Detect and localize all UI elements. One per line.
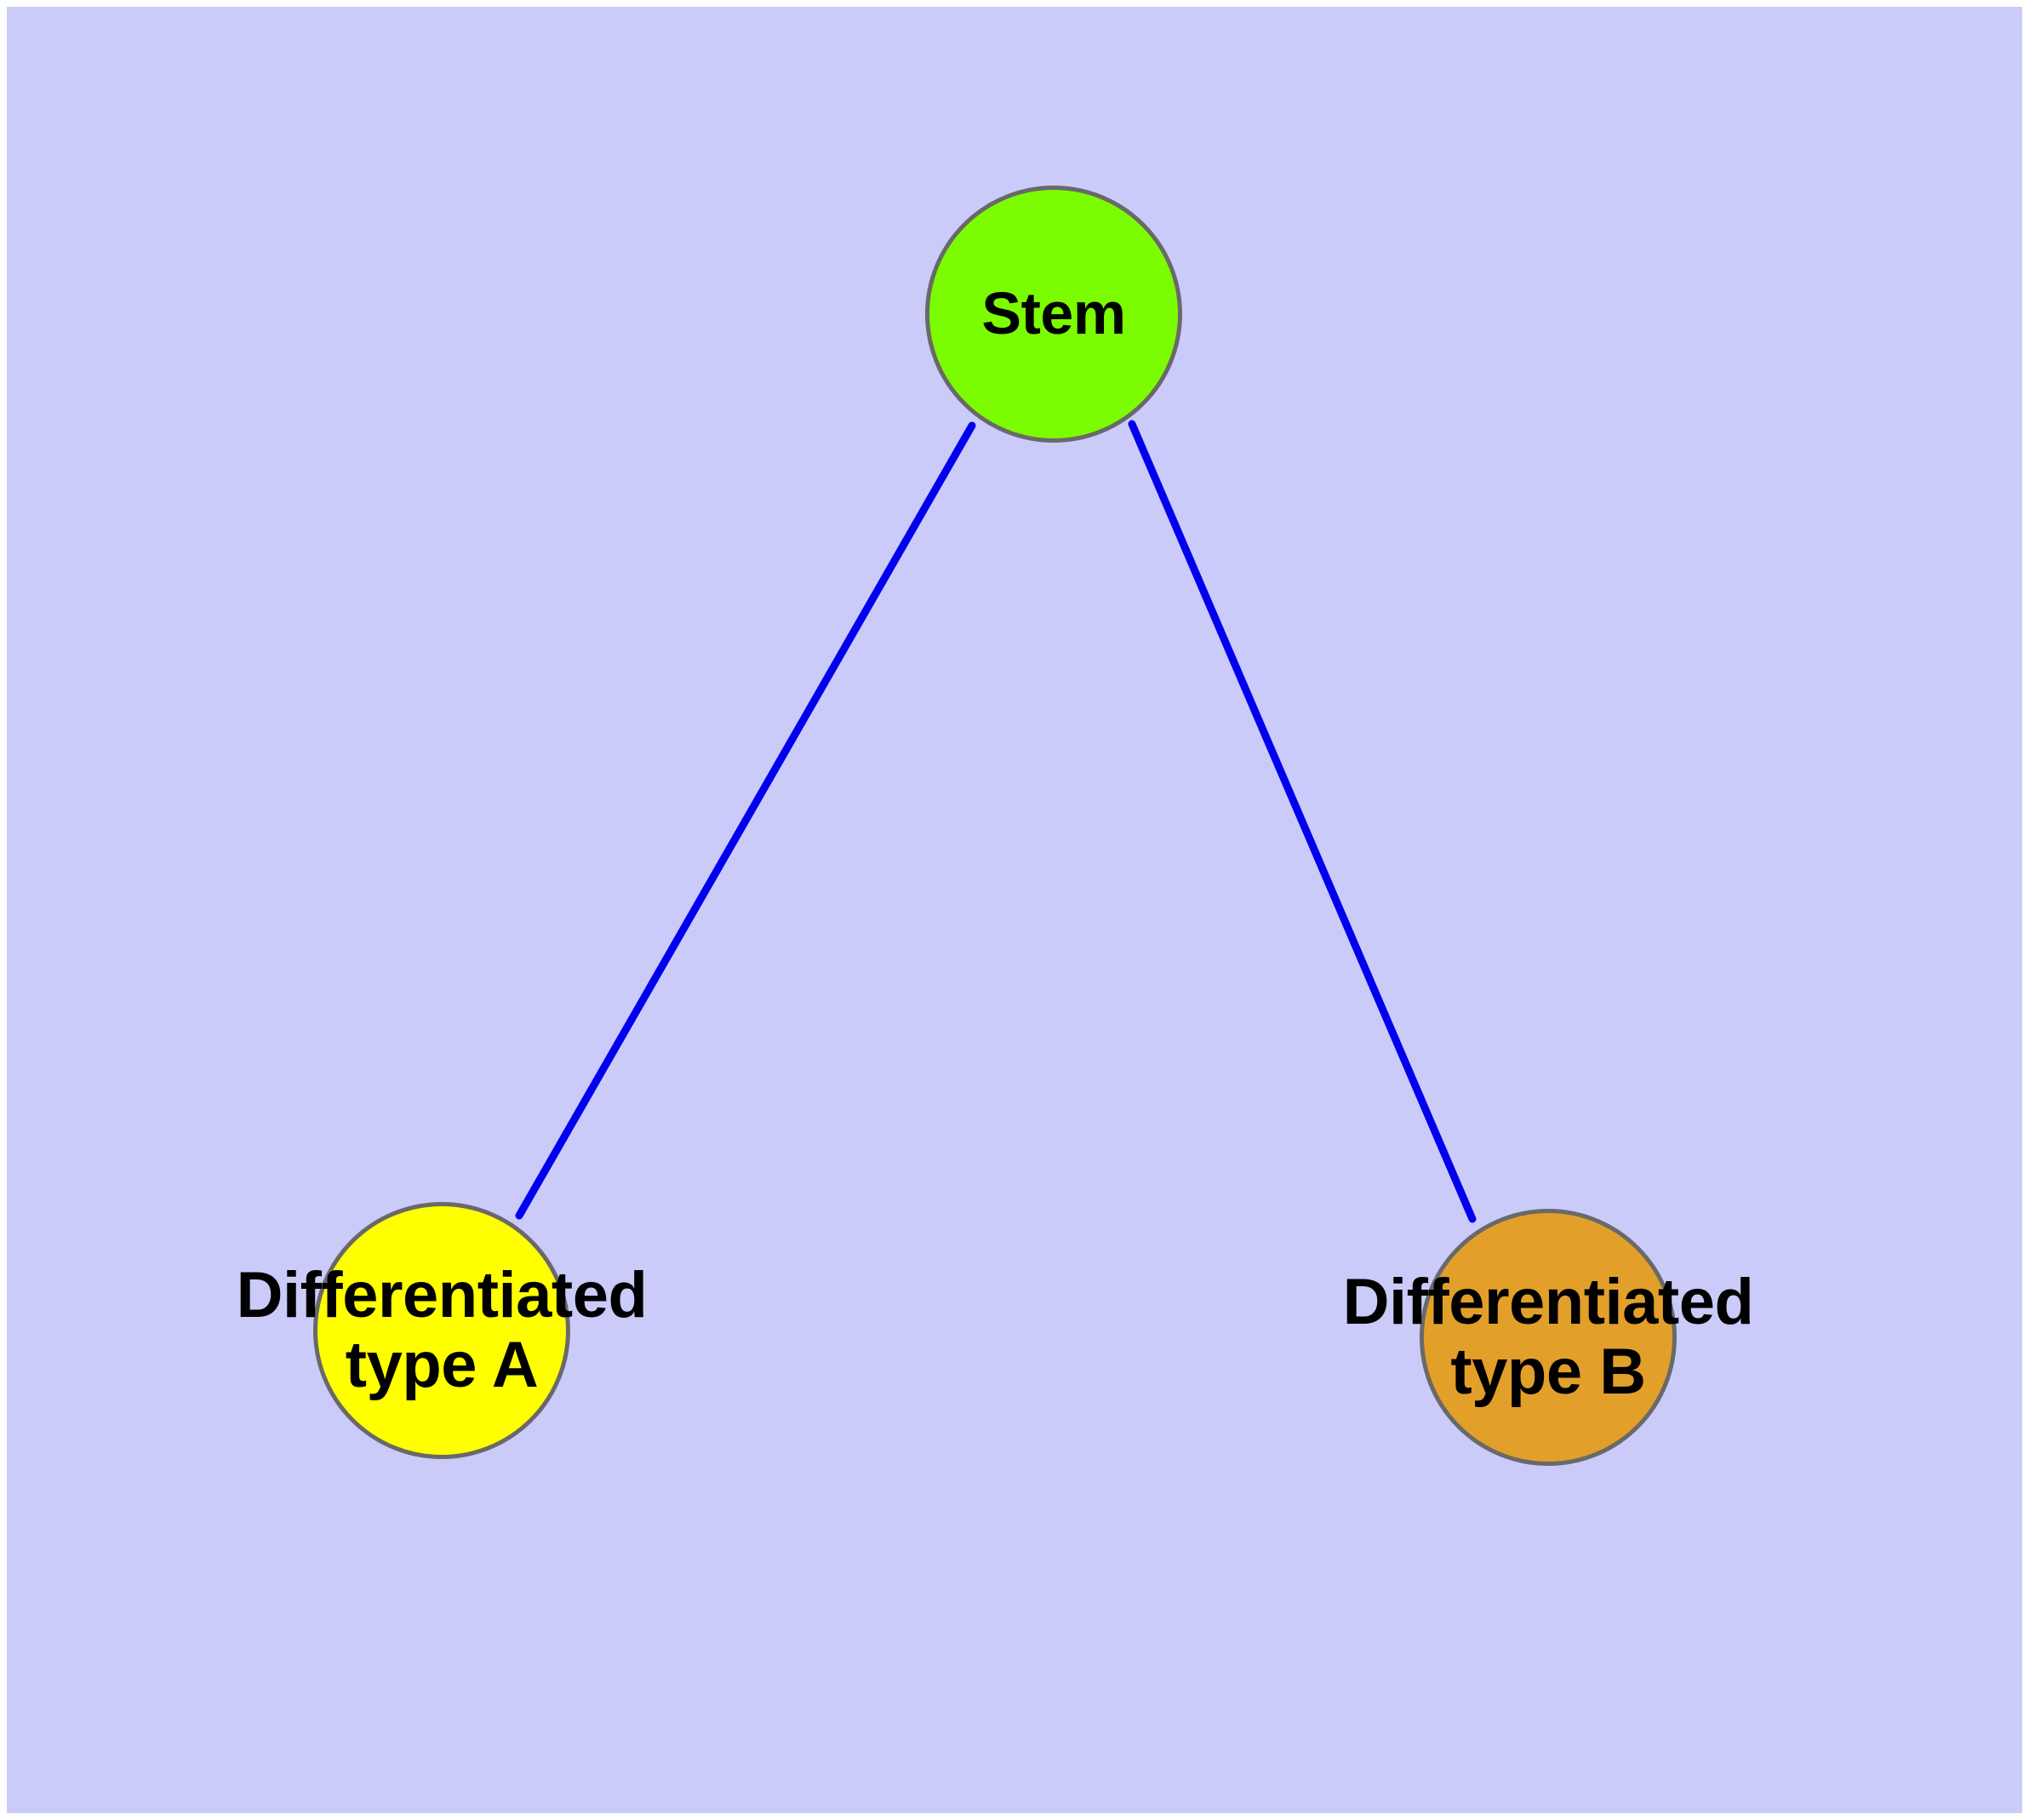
node-stem[interactable]: Stem: [925, 186, 1182, 443]
edge-layer: [515, 420, 1477, 1223]
node-stem-label: Stem: [981, 280, 1126, 347]
edge-stem-to-differentiated-type-b: [1128, 420, 1477, 1223]
label-line-2: type A: [345, 1329, 539, 1401]
edge-stem-to-differentiated-type-a: [515, 421, 976, 1220]
label-line-2: type B: [1450, 1336, 1646, 1408]
